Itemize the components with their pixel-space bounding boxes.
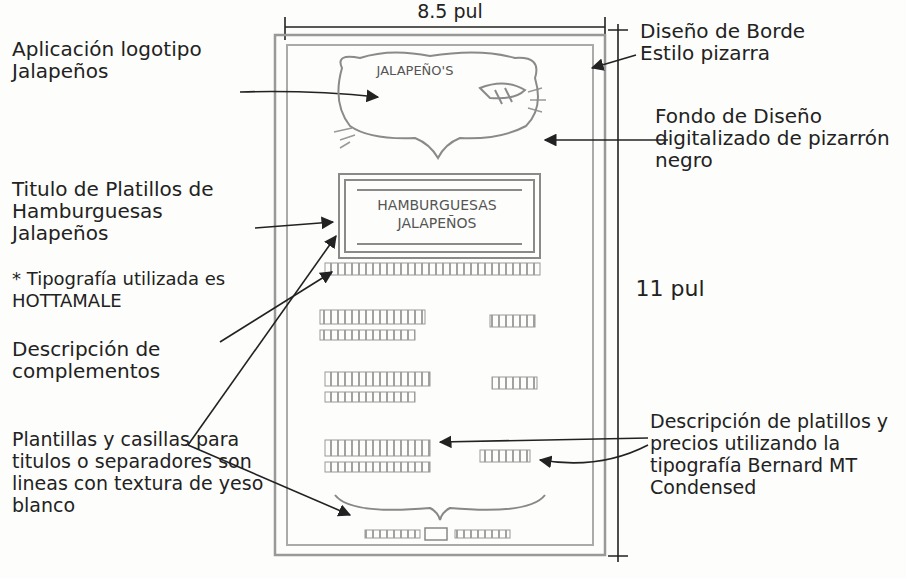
dish-placeholder — [325, 392, 415, 402]
outline-stroke — [357, 190, 522, 244]
dish-placeholder — [320, 330, 415, 340]
ornament-divider — [335, 495, 545, 520]
height-dimension-label: 11 pul — [625, 278, 715, 300]
logo-text: JALAPEÑO'S — [350, 62, 480, 79]
dish-placeholder — [320, 310, 425, 324]
dish-placeholder — [325, 372, 430, 386]
leader-arrow — [440, 438, 648, 442]
height-dimension — [608, 24, 628, 562]
outline-stroke — [480, 83, 525, 98]
footer-icon — [425, 528, 447, 540]
separator-line — [325, 263, 540, 275]
annotation: Aplicación logotipo Jalapeños — [12, 38, 242, 82]
outline-stroke — [345, 180, 534, 252]
sketch-strokes — [334, 128, 355, 148]
outline-stroke — [339, 174, 540, 258]
title-box: HAMBURGUESAS JALAPEÑOS — [337, 172, 542, 260]
page-border — [275, 35, 605, 555]
leader-arrow — [255, 222, 333, 228]
footer-placeholder — [455, 530, 510, 538]
price-placeholder — [492, 377, 537, 389]
leader-arrow — [240, 92, 378, 97]
chalkboard-border — [287, 45, 593, 545]
annotation: Fondo de Diseño digitalizado de pizarrón… — [655, 105, 905, 171]
price-placeholder — [490, 315, 535, 327]
outline-stroke — [338, 52, 538, 158]
leader-arrow — [188, 236, 336, 445]
annotation: Descripción de platillos y precios utili… — [650, 410, 900, 498]
leader-arrow — [592, 55, 636, 68]
leader-arrow — [545, 139, 668, 141]
price-placeholder — [480, 450, 530, 462]
logo-badge: JALAPEÑO'S — [330, 48, 545, 160]
footer-placeholder — [365, 530, 420, 538]
outline-stroke — [495, 88, 512, 104]
title-text: HAMBURGUESAS JALAPEÑOS — [362, 196, 512, 232]
dish-placeholder — [325, 462, 430, 472]
leader-arrow — [540, 445, 648, 463]
annotation: Plantillas y casillas para titulos o sep… — [12, 428, 292, 516]
width-dimension-label: 8.5 pul — [395, 0, 505, 22]
annotation: Titulo de Platillos de Hamburguesas Jala… — [12, 178, 252, 244]
annotation: * Tipografía utilizada es HOTTAMALE — [12, 268, 242, 312]
annotation: Descripción de complementos — [12, 338, 232, 382]
dish-placeholder — [325, 440, 430, 456]
annotation: Diseño de Borde Estilo pizarra — [640, 20, 830, 64]
leader-arrow — [220, 272, 332, 342]
